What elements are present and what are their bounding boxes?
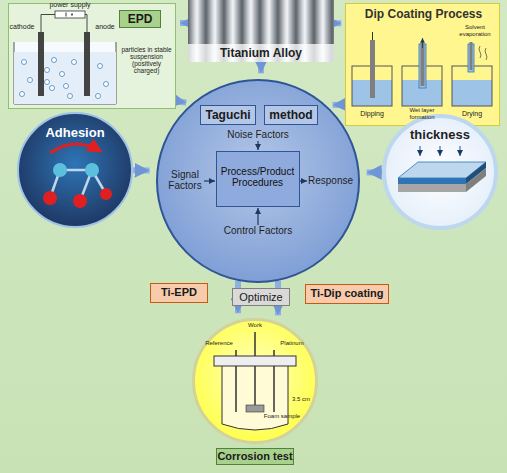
flow-arrow bbox=[176, 101, 186, 103]
panel-title: Dip Coating Process bbox=[346, 8, 501, 24]
part-label: cathode bbox=[6, 23, 38, 31]
circle-outline bbox=[194, 320, 317, 443]
panel-tag: EPD bbox=[119, 10, 161, 28]
route-tag: Ti-Dip coating bbox=[305, 284, 389, 304]
property-circle: thickness bbox=[382, 114, 498, 230]
factor-label: Noise Factors bbox=[218, 129, 298, 141]
property-circle: Adhesion bbox=[17, 112, 133, 228]
tag-label: Ti-Dip coating bbox=[306, 285, 388, 303]
box-label: Process/Product Procedures bbox=[217, 166, 298, 192]
factor-label: Signal Factors bbox=[166, 169, 204, 193]
part-label: Foam sample bbox=[262, 413, 302, 420]
circle-title: thickness bbox=[400, 128, 480, 144]
box-label: Taguchi bbox=[201, 106, 255, 124]
circle-title: Adhesion bbox=[25, 126, 125, 142]
part-label: particles in stable suspension (positive… bbox=[119, 46, 174, 75]
part-label: Work bbox=[243, 322, 267, 329]
circle-outline bbox=[157, 80, 359, 282]
part-label: anode bbox=[92, 23, 118, 31]
circle-outline bbox=[384, 116, 496, 228]
part-label: power supply bbox=[40, 1, 100, 9]
part-label: Solvent evaporation bbox=[452, 24, 498, 37]
flow-arrow bbox=[133, 167, 150, 173]
part-label: Wet layer formation bbox=[398, 107, 446, 120]
part-label: Drying bbox=[450, 110, 494, 118]
part-label: Dipping bbox=[350, 110, 394, 118]
test-circle: Corrosion test bbox=[192, 318, 318, 444]
box-label: method bbox=[265, 106, 317, 124]
flow-arrow bbox=[334, 20, 341, 26]
part-label: Reference bbox=[203, 340, 235, 347]
route-tag: Ti-EPD bbox=[150, 283, 208, 303]
flow-arrow bbox=[258, 62, 264, 73]
photo-caption: Titanium Alloy bbox=[188, 44, 334, 62]
flow-arrow bbox=[333, 101, 345, 108]
flow-arrow bbox=[180, 20, 188, 26]
circle-outline bbox=[192, 318, 318, 444]
factor-label: Response bbox=[308, 175, 354, 187]
method-box: method bbox=[264, 105, 318, 125]
step-tag: Optimize bbox=[232, 288, 290, 306]
part-label: 3.5 cm bbox=[290, 396, 312, 403]
tag-label: Ti-EPD bbox=[151, 284, 207, 302]
test-tag: Corrosion test bbox=[216, 448, 294, 465]
method-box: Taguchi bbox=[200, 105, 256, 125]
taguchi-circle: Noise FactorsSignal Factors ResponseContr… bbox=[156, 79, 360, 283]
tag-label: Optimize bbox=[233, 289, 289, 305]
process-box: Process/Product Procedures bbox=[216, 151, 300, 207]
circle-outline bbox=[18, 113, 132, 227]
flow-arrow bbox=[367, 169, 382, 175]
factor-label: Control Factors bbox=[218, 225, 298, 237]
part-label: Platinum bbox=[277, 340, 307, 347]
material-photo: Titanium Alloy bbox=[188, 0, 334, 62]
